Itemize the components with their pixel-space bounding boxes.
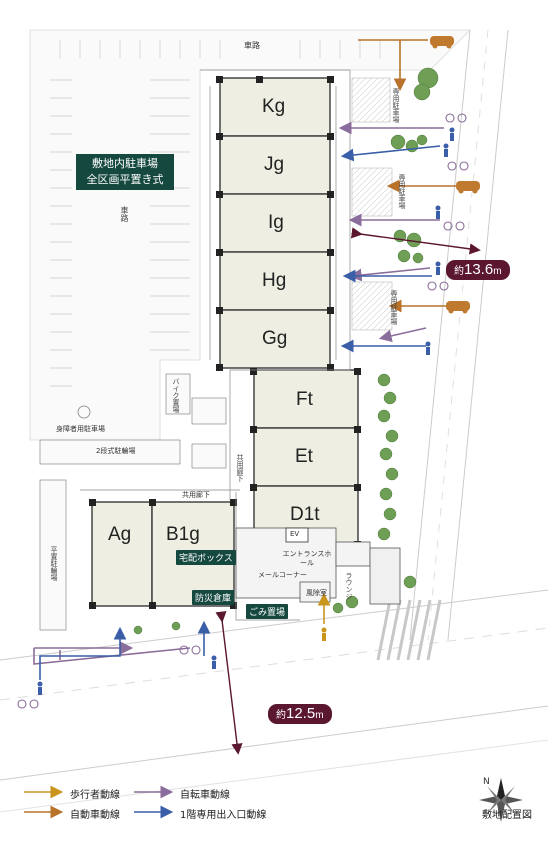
entrance-hall-label: エントランスホール — [282, 550, 332, 567]
legend-arrows — [24, 785, 174, 819]
car-icons — [430, 36, 480, 314]
dimension-bottom-prefix: 約 — [276, 710, 286, 721]
building-ag: Ag — [108, 524, 132, 545]
disabled-parking-label: 身障者用駐車場 — [56, 425, 105, 433]
delivery-box-tag: 宅配ボックス — [176, 550, 236, 565]
crosswalk — [376, 599, 442, 661]
legend-bicycle: 自転車動線 — [180, 790, 230, 801]
dimension-right-unit: m — [493, 266, 502, 277]
entrance-flows — [39, 145, 441, 680]
ev-label: EV — [290, 530, 300, 538]
parking-banner-line1: 敷地内駐車場 — [92, 157, 158, 170]
exclusive-parking-3 — [351, 281, 393, 331]
parking-lot-outline — [29, 29, 471, 441]
garbage-tag: ごみ置場 — [246, 604, 289, 619]
ev-box — [285, 527, 309, 543]
dimension-right: 約13.6m — [446, 260, 510, 280]
dimension-bottom-unit: m — [315, 710, 324, 721]
common-corridor-label-1: 共用廊下 — [182, 491, 210, 499]
compass-caption: 敷地配置図 — [482, 810, 532, 821]
exclusive-parking-2 — [351, 167, 393, 217]
lounge-label: ラウンジ — [345, 572, 353, 600]
disaster-storage-tag: 防災倉庫 — [192, 590, 235, 605]
bicycle-flows — [33, 121, 444, 665]
bike-parking-area — [39, 373, 227, 631]
manager-room-label: 風除室 — [306, 589, 327, 597]
two-tier-bike-label: 2段式駐輪場 — [96, 447, 136, 455]
building-gg: Gg — [262, 328, 288, 349]
building-ft: Ft — [296, 389, 313, 410]
parking-banner: 敷地内駐車場 全区画平置き式 — [76, 154, 174, 190]
road-mid-label: 車路 — [120, 206, 129, 222]
bike-parking-label: バイク置場 — [172, 378, 180, 413]
flat-bike-label: 平置駐輪場 — [50, 546, 58, 581]
legend-car: 自動車動線 — [70, 810, 120, 821]
common-corridor-label-2: 共用廊下 — [236, 454, 244, 482]
bicycle-icons — [17, 113, 469, 709]
dimension-bottom: 約12.5m — [268, 704, 332, 724]
exclusive-parking-label-1: 専用駐車場 — [392, 88, 400, 123]
building-ig: Ig — [268, 212, 284, 233]
entrance-area — [235, 527, 401, 605]
side-road — [409, 29, 509, 641]
building-hg: Hg — [262, 270, 287, 291]
exclusive-parking-1 — [351, 77, 391, 123]
parking-banner-line2: 全区画平置き式 — [86, 173, 164, 186]
pedestrian-icon-gold — [321, 627, 327, 641]
building-d1t: D1t — [290, 504, 320, 525]
pedestrian-icons — [37, 127, 455, 695]
main-road — [0, 589, 548, 813]
road-top-label: 車路 — [244, 41, 260, 50]
dimension-right-prefix: 約 — [454, 266, 464, 277]
dimension-lines — [215, 227, 481, 755]
dimension-right-value: 13.6 — [464, 261, 494, 278]
compass-north-label: N — [483, 777, 490, 787]
accessible-parking-icon — [77, 405, 91, 419]
compass-icon — [479, 778, 523, 822]
exclusive-parking-label-3: 専用駐車場 — [390, 290, 398, 325]
building-et: Et — [295, 446, 313, 467]
car-flows — [358, 39, 456, 313]
exclusive-parking-label-2: 専用駐車場 — [398, 174, 406, 209]
building-blocks — [91, 77, 359, 607]
building-b1g: B1g — [166, 524, 200, 545]
building-jg: Jg — [264, 154, 285, 175]
parking-stalls — [50, 40, 381, 387]
mail-corner-label: メールコーナー — [258, 571, 307, 579]
legend-pedestrian: 歩行者動線 — [70, 790, 120, 801]
dimension-bottom-value: 12.5 — [286, 705, 316, 722]
building-kg: Kg — [262, 96, 286, 117]
legend-entrance: 1階専用出入口動線 — [180, 810, 267, 821]
